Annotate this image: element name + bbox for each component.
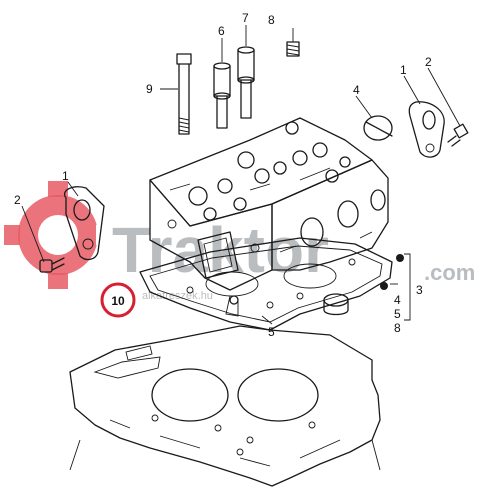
callout-1-left: 1: [62, 169, 69, 183]
callout-2-right: 2: [425, 55, 432, 69]
stud-top: [286, 41, 300, 57]
callout-2-left: 2: [14, 193, 21, 207]
callout-5-stack: 5: [394, 307, 401, 321]
badge-10: 10: [100, 282, 136, 318]
callout-5: 5: [268, 325, 275, 339]
callout-3: 3: [416, 283, 423, 297]
lifting-eye-right: [408, 101, 445, 158]
watermark-sub: alkatreszek.hu: [142, 290, 213, 302]
callout-8-stack: 8: [394, 321, 401, 335]
cup-plug: [363, 115, 393, 141]
watermark: Traktor .com alkatreszek.hu: [4, 181, 475, 302]
callout-6: 6: [218, 24, 225, 38]
lifting-eye-left: [63, 186, 105, 261]
callout-labels: 9 6 7 8 4 1 2 1 2 3 4 5 8 5: [14, 11, 432, 339]
callout-1-right: 1: [400, 63, 407, 77]
dowel-pin-lower: [380, 282, 388, 290]
dowel-pin-upper: [396, 254, 404, 262]
bolt-right: [447, 123, 469, 147]
leader-lines: [21, 25, 461, 325]
cylinder-head: [149, 117, 389, 317]
badge-10-label: 10: [111, 294, 125, 308]
callout-4: 4: [353, 83, 360, 97]
bolt-left: [39, 257, 65, 273]
head-gasket: [139, 237, 393, 331]
callout-8-top: 8: [268, 13, 275, 27]
watermark-suffix: .com: [424, 260, 475, 285]
callout-7: 7: [242, 11, 249, 25]
engine-block: [69, 325, 381, 487]
valve-guide-left: [213, 62, 231, 129]
sleeve-ring: [323, 293, 349, 316]
valve-guide-right: [237, 46, 255, 119]
callout-9: 9: [146, 82, 153, 96]
watermark-gear-logo: [4, 181, 112, 289]
head-bolt: [176, 53, 192, 135]
callout-4-stack: 4: [394, 293, 401, 307]
